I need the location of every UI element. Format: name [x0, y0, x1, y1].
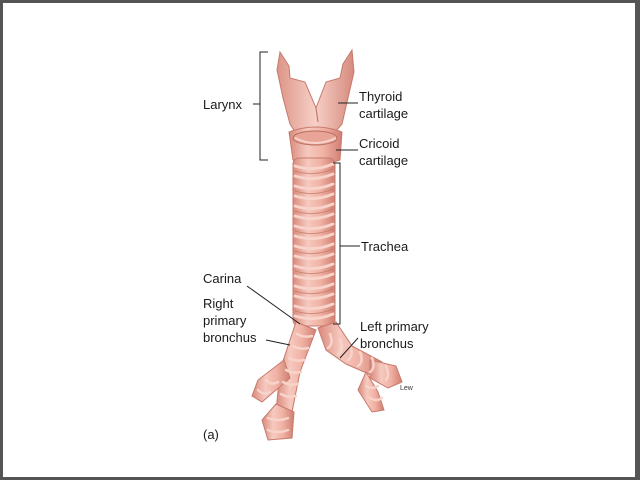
left-primary-bronchus — [317, 321, 403, 413]
label-trachea: Trachea — [361, 239, 409, 254]
label-left-bronchus-line2: bronchus — [360, 336, 414, 351]
panel-label: (a) — [203, 427, 219, 442]
label-cricoid-line2: cartilage — [359, 153, 408, 168]
larynx-bracket — [253, 51, 268, 161]
label-left-bronchus-line1: Left primary — [360, 319, 429, 334]
right-primary-bronchus — [251, 321, 317, 441]
trachea-bracket — [333, 162, 360, 325]
thyroid-cartilage — [276, 48, 355, 141]
artist-signature: Lew — [400, 385, 414, 392]
label-carina: Carina — [203, 271, 242, 286]
leader-lines — [246, 102, 359, 359]
label-right-bronchus-line2: primary — [203, 313, 247, 328]
label-larynx: Larynx — [203, 97, 243, 112]
label-right-bronchus-line1: Right — [203, 296, 234, 311]
label-right-bronchus-line3: bronchus — [203, 330, 257, 345]
label-thyroid-line1: Thyroid — [359, 89, 402, 104]
tracheal-rings — [293, 162, 335, 321]
label-thyroid-line2: cartilage — [359, 106, 408, 121]
label-cricoid-line1: Cricoid — [359, 136, 399, 151]
trachea — [292, 157, 336, 327]
